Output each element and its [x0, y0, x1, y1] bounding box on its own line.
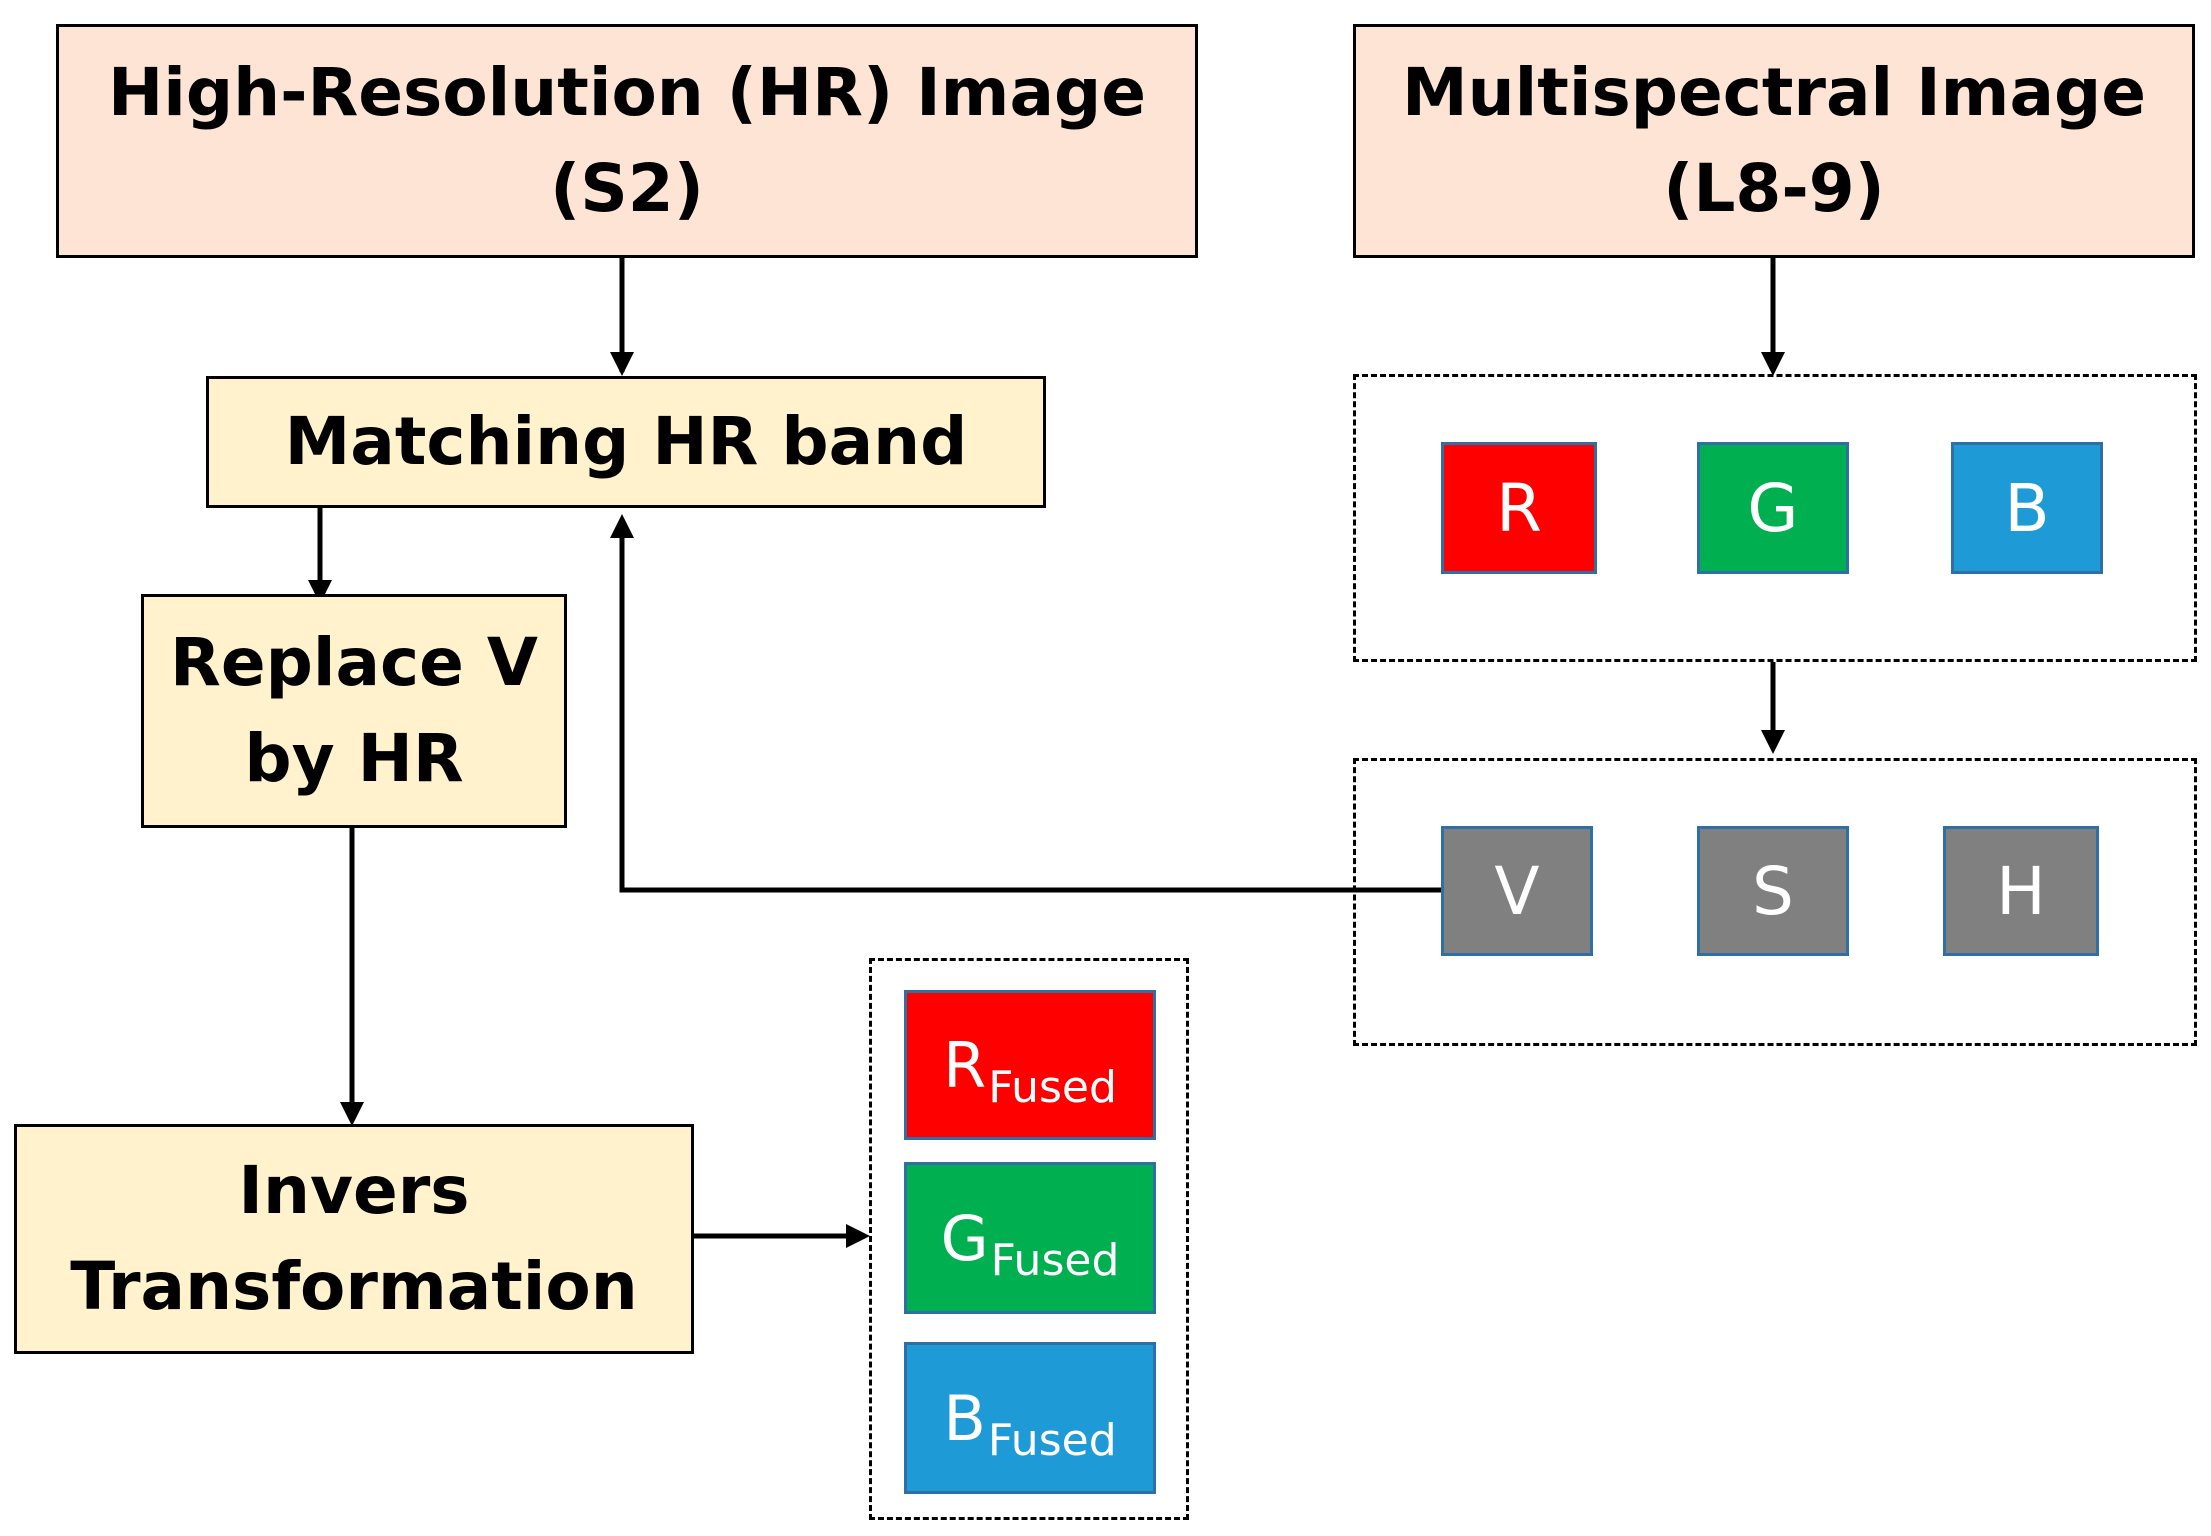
arrowhead-ms-to-rgb [1761, 352, 1785, 376]
arrow-v-to-matching [619, 520, 1443, 893]
replace-v-box: Replace V by HR [141, 594, 567, 828]
band-b: B [1951, 442, 2103, 574]
arrowhead-rgb-to-vsh [1761, 730, 1785, 754]
arrowhead-inverse-to-fused [846, 1224, 870, 1248]
matching-hr-band-box: Matching HR band [206, 376, 1046, 508]
rgb-band-group [1353, 374, 2197, 662]
ms-image-line1: Multispectral Image [1402, 54, 2146, 132]
arrowhead-matching-to-replace [308, 580, 332, 604]
r-fused-main: R [943, 1028, 987, 1102]
g-fused-main: G [940, 1201, 989, 1275]
replace-line2: by HR [244, 720, 464, 797]
replace-line1: Replace V [170, 624, 538, 702]
band-h: H [1943, 826, 2099, 956]
band-v: V [1441, 826, 1593, 956]
arrowhead-v-to-matching [610, 514, 634, 538]
ms-image-line2: (L8-9) [1663, 150, 1885, 227]
arrowhead-replace-to-inverse [340, 1102, 364, 1126]
inverse-transformation-box: Invers Transformation [14, 1124, 694, 1354]
hr-image-line1: High-Resolution (HR) Image [107, 54, 1147, 132]
fused-band-group [869, 958, 1189, 1520]
b-fused-sub: Fused [987, 1414, 1117, 1466]
ms-image-box: Multispectral Image (L8-9) [1353, 24, 2195, 258]
matching-label: Matching HR band [284, 403, 968, 481]
arrowhead-hr-to-matching [610, 352, 634, 376]
inverse-line2: Transformation [70, 1248, 638, 1325]
band-s: S [1697, 826, 1849, 956]
g-fused-sub: Fused [990, 1234, 1120, 1286]
b-fused-main: B [943, 1381, 986, 1455]
band-r: R [1441, 442, 1597, 574]
vsh-band-group [1353, 758, 2197, 1046]
hr-image-box: High-Resolution (HR) Image (S2) [56, 24, 1198, 258]
r-fused-sub: Fused [988, 1061, 1117, 1113]
band-g: G [1697, 442, 1849, 574]
inverse-line1: Invers [238, 1152, 470, 1230]
hr-image-line2: (S2) [550, 150, 704, 227]
